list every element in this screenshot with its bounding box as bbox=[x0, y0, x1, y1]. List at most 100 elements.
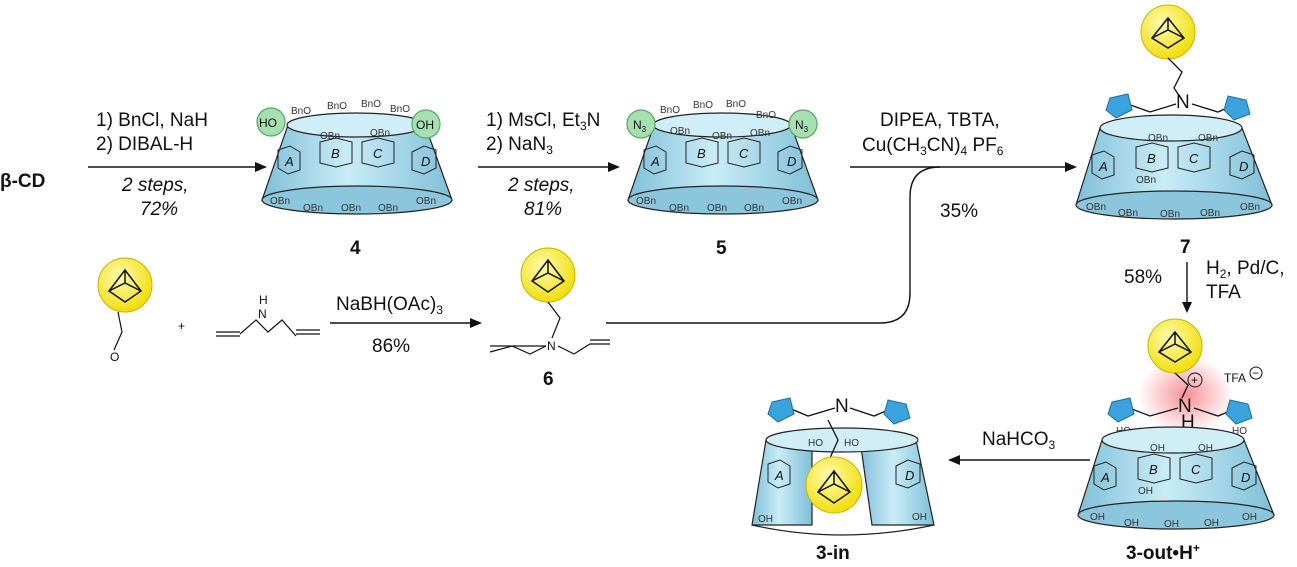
glucose-ring bbox=[685, 137, 719, 168]
ring-b-label: B bbox=[697, 146, 706, 161]
step1-arrowhead bbox=[255, 162, 267, 172]
amine-n: N bbox=[1176, 92, 1190, 113]
glucose-ring bbox=[1229, 150, 1255, 180]
ring-d-label: D bbox=[1241, 470, 1250, 485]
compound-3-out: + N H TFA − HO HO A B C D OH OH OH OH OH… bbox=[1077, 318, 1275, 564]
inner-hydroxyl: HO bbox=[808, 438, 823, 449]
step4-cond2: TFA bbox=[1206, 282, 1241, 303]
adamantane-ball bbox=[805, 456, 863, 514]
step1-cond1: 1) BnCl, NaH bbox=[96, 110, 208, 131]
step4-arrowhead bbox=[1182, 302, 1192, 313]
step4-conditions: 58% H2, Pd/C, TFA bbox=[1124, 258, 1285, 313]
compound-3-in: A D N HO HO OH OH 3-in bbox=[751, 396, 935, 564]
sidechain-yield: 86% bbox=[372, 336, 410, 357]
counterion: TFA bbox=[1224, 371, 1246, 385]
ring-c-label: C bbox=[1189, 151, 1199, 166]
bottom-substituent: OBn bbox=[270, 196, 290, 207]
aldehyde-o: O bbox=[110, 350, 119, 364]
ring-c-label: C bbox=[739, 146, 749, 161]
azide-highlight bbox=[626, 109, 656, 139]
step1-conditions: 1) BnCl, NaH 2) DIBAL-H 2 steps, 72% bbox=[88, 110, 267, 220]
compound-5: A B C D N3 N3 BnO BnO BnO BnO OBn OBn OB… bbox=[626, 99, 819, 259]
cd-base bbox=[1077, 500, 1275, 530]
triazole-icon bbox=[1223, 95, 1251, 121]
glucose-ring bbox=[361, 137, 395, 168]
bottom-hydroxyl: OH bbox=[1090, 512, 1105, 523]
linker-chain bbox=[827, 419, 839, 459]
glucose-ring bbox=[643, 145, 667, 175]
glucose-ring bbox=[1231, 461, 1257, 491]
cd-rim bbox=[1099, 114, 1243, 142]
adamantane-ball bbox=[1147, 318, 1203, 374]
inner-substituent: OBn bbox=[750, 128, 770, 139]
glucose-ring bbox=[777, 145, 803, 175]
ring-a-label: A bbox=[774, 468, 784, 483]
step4-cond1: H2, Pd/C, bbox=[1206, 258, 1285, 281]
azide-right: N3 bbox=[795, 118, 809, 134]
bottom-hydroxyl: OH bbox=[912, 512, 927, 523]
adamantane-ball bbox=[1140, 4, 1196, 60]
ring-c-label: C bbox=[1191, 462, 1201, 477]
adamantane-icon bbox=[530, 258, 566, 293]
top-substituent: BnO bbox=[660, 105, 680, 116]
beta-cd-label: β-CD bbox=[0, 171, 45, 192]
cd-base-edge bbox=[751, 524, 935, 536]
step1-yield: 72% bbox=[140, 199, 178, 220]
adamantane-icon bbox=[1150, 16, 1186, 49]
compound-3-out-label: 3-out•H+ bbox=[1126, 541, 1200, 564]
top-substituent: BnO bbox=[291, 106, 311, 117]
top-substituent: BnO bbox=[327, 101, 347, 112]
top-substituent: BnO bbox=[361, 99, 381, 110]
top-hydroxyl: OH bbox=[1138, 486, 1153, 497]
glucose-ring bbox=[1091, 150, 1115, 180]
bottom-hydroxyl: OH bbox=[1124, 518, 1139, 529]
propargyl-arms bbox=[489, 339, 610, 355]
glucose-ring bbox=[1093, 461, 1117, 491]
top-substituent: OBn bbox=[1136, 175, 1156, 186]
cd-base bbox=[261, 185, 453, 215]
inner-substituent: OBn bbox=[370, 128, 390, 139]
merge-line bbox=[606, 166, 941, 324]
aldehyde-chain bbox=[113, 311, 123, 351]
step2-cond1: 1) MsCl, Et3N bbox=[486, 110, 600, 133]
top-substituent: OBn bbox=[1148, 133, 1168, 144]
amine-h: H bbox=[259, 293, 268, 307]
step4-yield: 58% bbox=[1124, 267, 1162, 288]
triazole-icon bbox=[1225, 399, 1253, 425]
glucose-ring bbox=[727, 137, 761, 168]
oh-left: HO bbox=[259, 116, 277, 130]
glucose-ring bbox=[319, 137, 353, 168]
linker-chain bbox=[1167, 57, 1183, 101]
step5-cond: NaHCO3 bbox=[982, 429, 1056, 452]
inner-substituent: OBn bbox=[320, 131, 340, 142]
bottom-substituent: OBn bbox=[707, 203, 727, 214]
bottom-substituent: OBn bbox=[744, 203, 764, 214]
ring-a-label: A bbox=[284, 154, 294, 169]
inner-hydroxyl: HO bbox=[1232, 426, 1247, 437]
ring-a-label: A bbox=[1098, 159, 1108, 174]
compound-4: A B C D HO OH BnO BnO BnO BnO OBn OBn OB… bbox=[256, 99, 453, 259]
minus-charge-icon bbox=[1249, 366, 1263, 380]
step3-cond1: DIPEA, TBTA, bbox=[880, 110, 1000, 131]
step3-cond2: Cu(CH3CN)4 PF6 bbox=[862, 135, 1004, 158]
ring-b-label: B bbox=[1149, 462, 1158, 477]
amine-n: N bbox=[835, 396, 849, 417]
glucose-ring bbox=[411, 145, 437, 175]
top-substituent: BnO bbox=[756, 110, 776, 121]
glucose-ring bbox=[1135, 142, 1169, 173]
ring-b-label: B bbox=[331, 146, 340, 161]
step3-arrowhead bbox=[1065, 162, 1077, 172]
inner-hydroxyl: HO bbox=[844, 438, 859, 449]
glucose-ring bbox=[895, 459, 921, 489]
top-hydroxyl: OH bbox=[1150, 443, 1165, 454]
top-substituent: BnO bbox=[693, 100, 713, 111]
adamantane-icon bbox=[107, 268, 143, 303]
bottom-substituent: OBn bbox=[1086, 202, 1106, 213]
bottom-hydroxyl: OH bbox=[1204, 518, 1219, 529]
cd-rim bbox=[765, 427, 919, 453]
plus-charge-icon bbox=[1187, 372, 1203, 388]
protonation-glow bbox=[1138, 355, 1234, 435]
bottom-substituent: OBn bbox=[1240, 202, 1260, 213]
bottom-substituent: OBn bbox=[341, 203, 361, 214]
